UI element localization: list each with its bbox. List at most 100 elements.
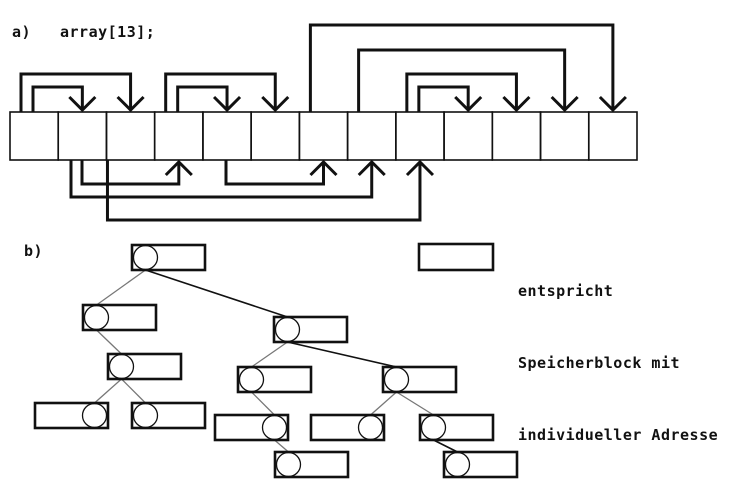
arrowhead-up-icon xyxy=(357,159,386,177)
node-circle-icon xyxy=(132,244,159,271)
arrowhead-down-icon xyxy=(550,95,579,113)
array-cell-5 xyxy=(250,111,301,161)
memory-block xyxy=(381,365,458,394)
link-below-2 xyxy=(224,160,325,186)
legend-line-1: entspricht xyxy=(518,282,614,300)
tree-edge-r2b-r3b xyxy=(370,391,397,416)
arrowhead-up-icon xyxy=(309,159,338,177)
link-below-1 xyxy=(69,160,374,199)
part-b-label: b) xyxy=(24,242,44,260)
memory-block xyxy=(130,401,207,430)
legend-text: entspricht Speicherblock mit individuell… xyxy=(518,231,718,495)
link-above-5 xyxy=(357,48,567,112)
tree-node-l2 xyxy=(106,352,183,381)
memory-block xyxy=(273,450,350,479)
memory-block xyxy=(106,352,183,381)
node-circle-icon xyxy=(238,366,265,393)
link-above-0 xyxy=(19,72,133,112)
legend xyxy=(417,242,495,272)
array-cell-3 xyxy=(153,111,204,161)
array-declaration: array[13]; xyxy=(60,23,156,41)
memory-block xyxy=(309,413,386,442)
arrowhead-down-icon xyxy=(502,95,531,113)
tree-node-r4b xyxy=(442,450,519,479)
tree-edge-l1-l2 xyxy=(96,329,122,355)
tree-node-r2a xyxy=(236,365,313,394)
arrowhead-down-icon xyxy=(212,95,242,113)
node-circle-icon xyxy=(108,353,135,380)
tree-edge-r3a-r4a xyxy=(274,439,289,453)
link-above-3 xyxy=(176,85,229,112)
node-circle-icon xyxy=(444,451,471,478)
node-circle-icon xyxy=(420,414,447,441)
memory-block xyxy=(418,413,495,442)
memory-block xyxy=(213,413,290,442)
array-cell-7 xyxy=(346,111,397,161)
arrowhead-down-icon xyxy=(116,95,145,113)
link-below-3 xyxy=(105,160,422,222)
arrowhead-down-icon xyxy=(261,95,290,113)
pointer-links xyxy=(19,23,627,222)
link-above-4 xyxy=(308,23,615,112)
array-cell-11 xyxy=(539,111,590,161)
link-above-6 xyxy=(405,72,518,112)
array-cell-9 xyxy=(443,111,494,161)
tree-node-root xyxy=(130,243,207,272)
tree-edge-root-l1 xyxy=(96,269,146,306)
tree-edge-root-r1 xyxy=(145,269,288,318)
array-row xyxy=(9,111,638,161)
tree-edge-r1-r2b xyxy=(287,341,397,368)
memory-block xyxy=(130,243,207,272)
tree-edges xyxy=(94,269,458,453)
node-circle-icon xyxy=(261,414,288,441)
legend-line-2: Speicherblock mit xyxy=(518,354,681,372)
tree-node-r3c xyxy=(418,413,495,442)
array-cell-0 xyxy=(9,111,60,161)
array-cell-8 xyxy=(395,111,445,161)
arrowhead-down-icon xyxy=(454,95,483,113)
tree-nodes xyxy=(33,243,519,479)
link-below-0 xyxy=(80,160,181,186)
tree-node-r3b xyxy=(309,413,386,442)
arrowhead-down-icon xyxy=(68,95,97,113)
tree-node-r2b xyxy=(381,365,458,394)
node-circle-icon xyxy=(383,366,410,393)
memory-block xyxy=(33,401,110,430)
arrowhead-up-icon xyxy=(164,159,193,177)
tree-node-r3a xyxy=(213,413,290,442)
node-circle-icon xyxy=(83,304,110,331)
array-cell-10 xyxy=(491,111,542,161)
memory-block xyxy=(442,450,519,479)
tree-edge-r2a-r3a xyxy=(251,391,275,416)
tree-edge-r2b-r3c xyxy=(396,391,434,416)
part-a-label: a) xyxy=(12,23,32,41)
tree-edge-r1-r2a xyxy=(251,341,288,368)
node-circle-icon xyxy=(81,402,108,429)
arrowhead-down-icon xyxy=(598,95,627,113)
array-cell-4 xyxy=(202,111,252,161)
memory-block xyxy=(272,315,349,344)
legend-memory-block xyxy=(417,242,495,272)
array-cell-2 xyxy=(105,111,156,161)
node-circle-icon xyxy=(274,316,301,343)
arrowhead-up-icon xyxy=(405,159,435,177)
link-above-2 xyxy=(164,72,277,112)
tree-node-l1 xyxy=(81,303,158,332)
array-cell-1 xyxy=(57,111,108,161)
tree-edge-l2-l3a xyxy=(94,378,122,404)
tree-edge-r3c-r4b xyxy=(433,439,458,453)
memory-block xyxy=(81,303,158,332)
legend-line-3: individueller Adresse xyxy=(518,426,719,444)
link-above-7 xyxy=(417,85,470,112)
node-circle-icon xyxy=(275,451,302,478)
tree-node-l3b xyxy=(130,401,207,430)
array-cell-6 xyxy=(298,111,349,161)
node-circle-icon xyxy=(132,402,159,429)
array-cell-12 xyxy=(587,111,638,161)
tree-node-l3a xyxy=(33,401,110,430)
tree-node-r1 xyxy=(272,315,349,344)
memory-block xyxy=(236,365,313,394)
link-above-1 xyxy=(31,85,84,112)
